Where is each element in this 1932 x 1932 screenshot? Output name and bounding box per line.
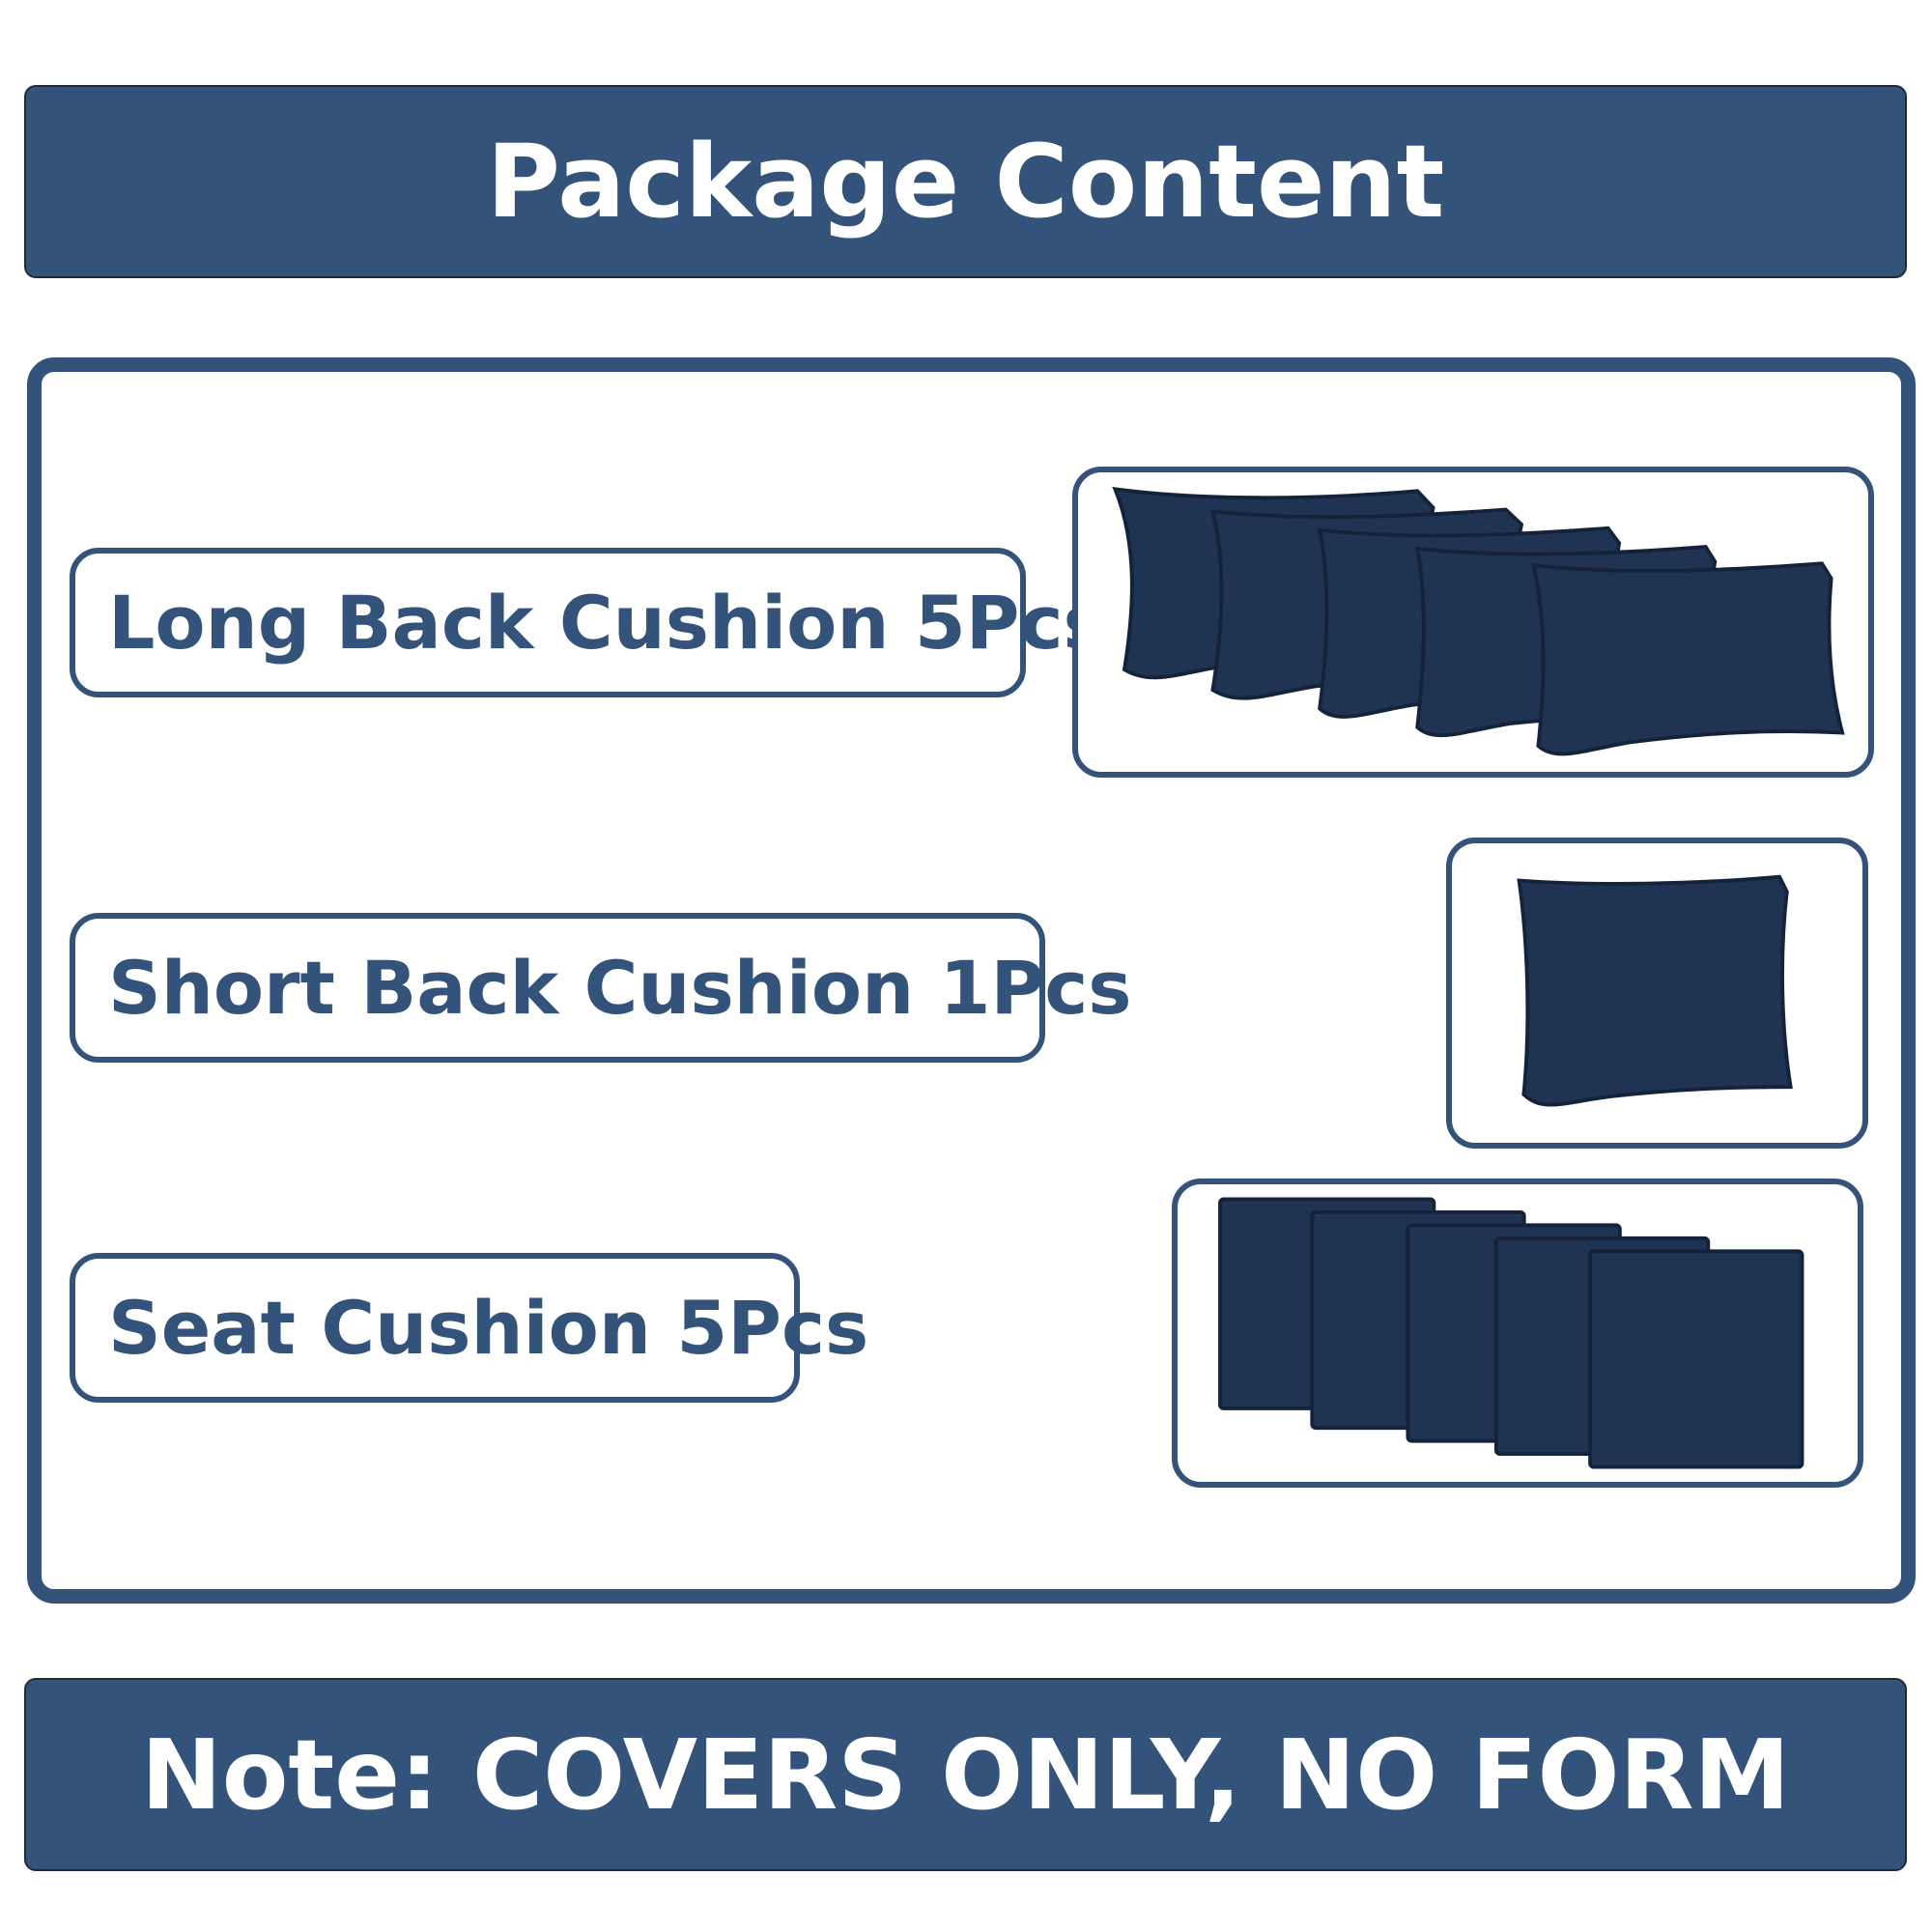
long-back-cushions-image bbox=[1072, 467, 1874, 778]
seat-cushion-5 bbox=[1588, 1249, 1804, 1469]
long-back-cushion-5 bbox=[1531, 561, 1845, 756]
long-back-cushions-illustration bbox=[1112, 486, 1845, 756]
seat-cushions-image bbox=[1172, 1179, 1863, 1488]
label-long-back-cushion: Long Back Cushion 5Pcs bbox=[70, 548, 1107, 697]
label-seat-cushion-text: Seat Cushion 5Pcs bbox=[108, 1285, 869, 1371]
label-seat-cushion: Seat Cushion 5Pcs bbox=[70, 1253, 868, 1403]
short-back-cushion-image bbox=[1446, 838, 1868, 1149]
seat-cushions-illustration bbox=[1218, 1197, 1804, 1469]
label-long-back-cushion-text: Long Back Cushion 5Pcs bbox=[108, 580, 1107, 666]
label-short-back-cushion-text: Short Back Cushion 1Pcs bbox=[108, 945, 1132, 1031]
short-back-cushion-illustration bbox=[1517, 874, 1793, 1107]
label-short-back-cushion: Short Back Cushion 1Pcs bbox=[70, 913, 1132, 1063]
short-back-cushion-1 bbox=[1517, 874, 1793, 1107]
note-text: Note: COVERS ONLY, NO FORM bbox=[141, 1718, 1790, 1832]
note-banner: Note: COVERS ONLY, NO FORM bbox=[24, 1678, 1907, 1871]
page-title: Package Content bbox=[486, 123, 1445, 241]
header-banner: Package Content bbox=[24, 85, 1907, 278]
